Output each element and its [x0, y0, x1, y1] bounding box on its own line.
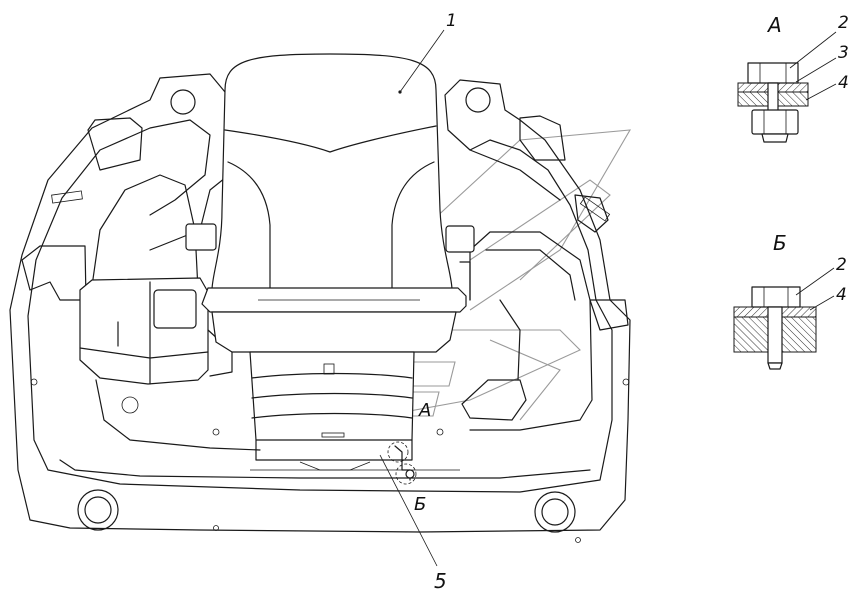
detail-view-a [737, 31, 837, 143]
operator-seat [185, 53, 475, 471]
view-b-label-2: 2 [836, 255, 847, 275]
view-marker-b: Б [414, 494, 426, 515]
view-a-label-4: 4 [838, 73, 849, 93]
view-a-label-2: 2 [838, 13, 849, 33]
callout-1-seat: 1 [446, 11, 457, 31]
view-b-title: Б [773, 231, 787, 255]
detail-view-b [733, 267, 835, 370]
leader-lines [379, 29, 445, 567]
fixing-area [387, 441, 417, 485]
side-console [79, 277, 233, 385]
view-marker-a: А [418, 400, 431, 421]
view-a-title: А [766, 13, 782, 37]
view-a-label-3: 3 [838, 43, 849, 63]
callout-5-fixing: 5 [434, 569, 447, 593]
view-b-label-4: 4 [836, 285, 847, 305]
